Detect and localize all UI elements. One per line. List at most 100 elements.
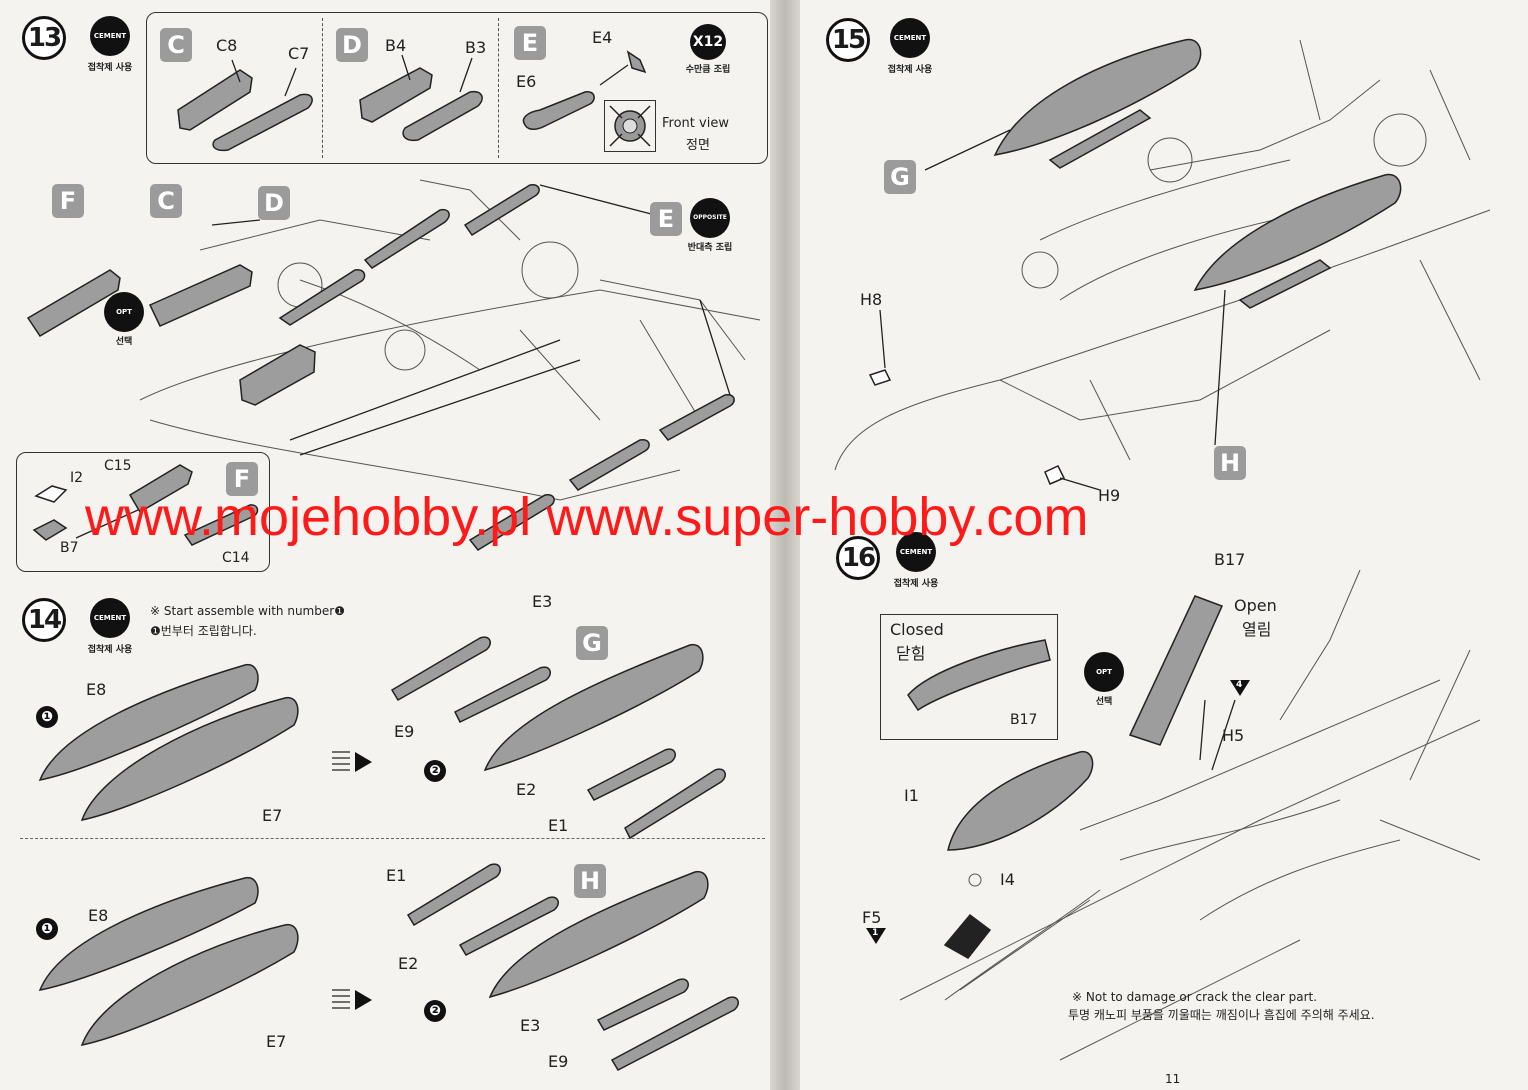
- cement-caption-15: 접착제 사용: [887, 65, 933, 75]
- part-c8-c7-drawing: [177, 59, 313, 152]
- divider: [498, 18, 499, 158]
- tag-f: F: [52, 184, 84, 218]
- opt-caption-13: 선택: [115, 337, 133, 347]
- opt-badge-13: OPT: [104, 292, 144, 332]
- step15-drawing: [834, 38, 1491, 491]
- cement-caption-13: 접착제 사용: [87, 63, 133, 73]
- part-label-e1: E1: [548, 816, 569, 835]
- inset-f-box: [16, 452, 270, 572]
- step-15-number: 15: [826, 18, 870, 62]
- part-label-h8: H8: [860, 290, 883, 309]
- step14-row1-drawing: [38, 636, 726, 840]
- opt-caption-16: 선택: [1095, 697, 1113, 707]
- cement-caption-14: 접착제 사용: [87, 645, 133, 655]
- open-label-ko: 열림: [1242, 620, 1272, 639]
- closed-view-box: [880, 614, 1058, 740]
- inset-f-drawing: [32, 464, 259, 546]
- tag-h-15: H: [1214, 446, 1246, 480]
- part-e6-e4-drawing: [522, 50, 647, 130]
- part-label-e6: E6: [516, 72, 537, 91]
- x12-badge: X12: [690, 24, 726, 60]
- part-label-e7-b: E7: [266, 1032, 287, 1051]
- x12-caption: 수만큼 조립: [685, 65, 731, 75]
- front-view-label: Front view: [662, 116, 729, 131]
- part-label-e8: E8: [86, 680, 107, 699]
- step13-aircraft-drawing: [26, 179, 761, 551]
- part-label-e4: E4: [592, 28, 613, 47]
- tag-g-14: G: [576, 626, 608, 660]
- clear-part-note-en: ※ Not to damage or crack the clear part.: [1072, 990, 1318, 1004]
- sequence-triangle-1: 1: [866, 928, 886, 944]
- part-label-h9: H9: [1098, 486, 1121, 505]
- part-label-e3-b: E3: [520, 1016, 541, 1035]
- tag-e: E: [514, 26, 546, 60]
- part-label-b4: B4: [385, 36, 407, 55]
- part-label-f5: F5: [862, 908, 882, 927]
- part-label-e9-b: E9: [548, 1052, 569, 1071]
- closed-label: Closed: [890, 620, 944, 639]
- tag-h-14: H: [574, 864, 606, 898]
- part-label-e7: E7: [262, 806, 283, 825]
- step16-drawing: [899, 569, 1481, 1061]
- sub-step-2: ❷: [424, 760, 446, 782]
- part-label-b7: B7: [60, 540, 79, 556]
- part-label-i4: I4: [1000, 870, 1015, 889]
- step-13-number: 13: [22, 16, 66, 60]
- open-label: Open: [1234, 596, 1277, 615]
- closed-label-ko: 닫힘: [896, 644, 926, 663]
- sub-step-2-b: ❷: [424, 1000, 446, 1022]
- part-label-e3: E3: [532, 592, 553, 611]
- page-gutter: [770, 0, 800, 1090]
- tag-c: C: [160, 28, 192, 62]
- front-view-label-ko: 정면: [686, 138, 710, 153]
- part-b4-b3-drawing: [359, 54, 483, 142]
- part-label-h5: H5: [1222, 726, 1245, 745]
- tag-d-main: D: [258, 186, 290, 220]
- step13-subassembly-box: [146, 12, 768, 164]
- front-view-box: [604, 100, 656, 152]
- step-16-number: 16: [836, 536, 880, 580]
- sequence-triangle-4: 4: [1230, 680, 1250, 696]
- cement-caption-16: 접착제 사용: [893, 579, 939, 589]
- tag-g-15: G: [884, 160, 916, 194]
- part-label-b17-closed: B17: [1010, 712, 1038, 728]
- part-label-i1: I1: [904, 786, 919, 805]
- opt-badge-16: OPT: [1084, 652, 1124, 692]
- part-label-e2-b: E2: [398, 954, 419, 973]
- step-14-number: 14: [22, 598, 66, 642]
- part-label-e1-b: E1: [386, 866, 407, 885]
- clear-part-note-ko: 투명 캐노피 부품을 끼울때는 깨짐이나 흠집에 주의해 주세요.: [1068, 1008, 1375, 1022]
- row-divider: [20, 838, 765, 839]
- tag-e-main: E: [650, 202, 682, 236]
- tag-d: D: [336, 28, 368, 62]
- cement-badge-16: CEMENT: [896, 532, 936, 572]
- watermark: www.mojehobby.pl www.super-hobby.com: [85, 487, 1089, 547]
- part-label-i2: I2: [70, 470, 84, 486]
- cement-badge-14: CEMENT: [90, 598, 130, 638]
- tag-c-main: C: [150, 184, 182, 218]
- cement-badge-13: CEMENT: [90, 16, 130, 56]
- sub-step-1-b: ❶: [36, 918, 58, 940]
- part-label-b3: B3: [465, 38, 487, 57]
- part-label-b17: B17: [1214, 550, 1246, 569]
- cement-badge-15: CEMENT: [890, 18, 930, 58]
- part-label-c15: C15: [104, 458, 132, 474]
- front-view-icon: [609, 105, 651, 147]
- assembly-note-ko: ❶번부터 조립합니다.: [150, 624, 257, 638]
- opposite-badge: OPPOSITE: [690, 198, 730, 238]
- sub-step-1: ❶: [36, 706, 58, 728]
- opposite-caption: 반대측 조립: [687, 243, 733, 253]
- part-label-e9: E9: [394, 722, 415, 741]
- sequence-number-4: 4: [1236, 680, 1243, 690]
- tag-f-inset: F: [226, 462, 258, 496]
- divider: [322, 18, 323, 158]
- part-label-e2: E2: [516, 780, 537, 799]
- assembly-note-en: ※ Start assemble with number❶: [150, 604, 345, 618]
- part-label-e8-b: E8: [88, 906, 109, 925]
- part-label-c7: C7: [288, 44, 310, 63]
- step14-row2-drawing: [38, 863, 739, 1071]
- page-number: 11: [1165, 1072, 1181, 1086]
- sequence-number-1: 1: [872, 928, 879, 938]
- part-label-c8: C8: [216, 36, 238, 55]
